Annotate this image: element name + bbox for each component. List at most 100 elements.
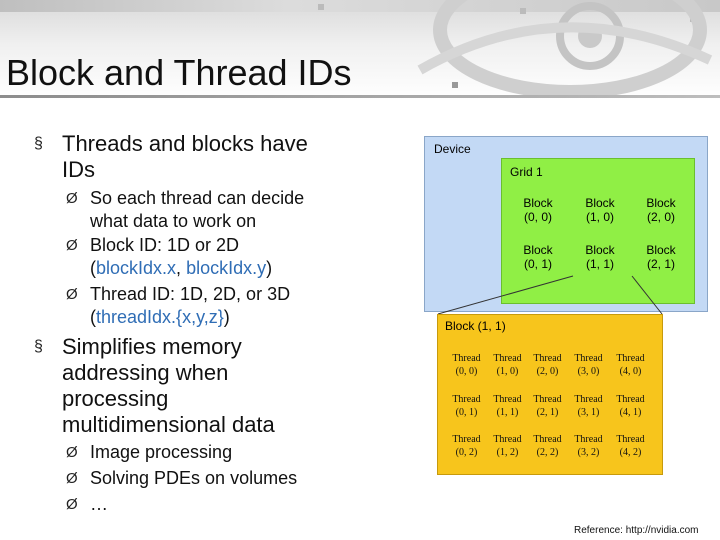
grid-box: Grid 1 — [501, 158, 695, 304]
block-detail-box: Block (1, 1) — [437, 314, 663, 475]
thread-coordinate: (3, 1) — [577, 407, 600, 418]
thread-cell: Thread (0, 0) — [446, 352, 487, 378]
thread-coordinate: (3, 0) — [577, 366, 600, 377]
thread-coordinate: (0, 2) — [455, 447, 478, 458]
thread-cell: Thread (4, 2) — [610, 433, 651, 459]
thread-cell: Thread (3, 1) — [568, 393, 609, 419]
block-cell: Block(0, 1) — [505, 243, 571, 271]
thread-coordinate: (4, 2) — [619, 447, 642, 458]
sub-bullet-text: … — [90, 494, 108, 514]
thread-word: Thread — [493, 353, 522, 364]
thread-cell: Thread (4, 1) — [610, 393, 651, 419]
thread-cell: Thread (1, 0) — [487, 352, 528, 378]
sub-bullet-text: Block ID: 1D or 2D — [90, 235, 240, 255]
thread-word: Thread — [493, 434, 522, 445]
thread-coordinate: (1, 2) — [496, 447, 519, 458]
banner-stripe — [0, 0, 720, 12]
block-detail-label: Block (1, 1) — [445, 319, 506, 333]
block-cell: Block(0, 0) — [505, 196, 571, 224]
sub-bullet-marker: Ø — [66, 286, 78, 303]
bullet-text: Threads and blocks have — [62, 131, 308, 156]
header-banner: Block and Thread IDs — [0, 0, 720, 100]
thread-cell: Thread(2, 2) — [527, 433, 568, 459]
device-label: Device — [434, 142, 471, 156]
block-coordinate: (2, 1) — [646, 257, 675, 271]
block-word: Block — [646, 243, 676, 257]
block-cell: Block(1, 0) — [567, 196, 633, 224]
thread-word: Thread — [452, 394, 481, 405]
thread-cell: Thread (1, 2) — [487, 433, 528, 459]
grid-label: Grid 1 — [510, 165, 543, 179]
block-coordinate: (2, 0) — [646, 210, 675, 224]
block-cell: Block(1, 1) — [567, 243, 633, 271]
sub-bullet-text: So each thread can decide — [90, 188, 305, 208]
eye-logo-graphic — [417, 0, 713, 95]
sub-bullet-marker: Ø — [66, 237, 78, 254]
block-word: Block — [523, 196, 553, 210]
block-cell: Block(2, 0) — [628, 196, 694, 224]
code-highlight: blockIdx.y — [186, 258, 267, 278]
thread-cell: Thread (1, 1) — [487, 393, 528, 419]
code-highlight: threadIdx.{x,y,z} — [96, 307, 224, 327]
slide-title: Block and Thread IDs — [6, 52, 352, 93]
bullet-text: IDs — [62, 157, 95, 182]
sub-bullet-marker: Ø — [66, 496, 78, 513]
reference-note: Reference: http://nvidia.com — [574, 525, 699, 536]
sub-bullet-text: Image processing — [90, 442, 233, 462]
thread-coordinate: (3, 2) — [577, 447, 600, 458]
sub-bullet-text: what data to work on — [90, 211, 257, 231]
bullet-marker: § — [34, 338, 43, 355]
decorative-square — [520, 8, 526, 14]
thread-cell: Thread (0, 2) — [446, 433, 487, 459]
sub-bullet-text: (threadIdx.{x,y,z}) — [90, 307, 230, 327]
bullet-text: Simplifies memory — [62, 334, 242, 359]
bullet-text: processing — [62, 386, 169, 411]
block-coordinate: (0, 0) — [523, 210, 552, 224]
thread-cell: Thread (4, 0) — [610, 352, 651, 378]
block-word: Block — [585, 243, 615, 257]
thread-word: Thread — [533, 353, 562, 364]
decorative-square — [452, 82, 458, 88]
thread-word: Thread — [452, 434, 481, 445]
thread-coordinate: (0, 1) — [455, 407, 478, 418]
bullet-list: § Threads and blocks have IDs Ø So each … — [34, 131, 308, 514]
bullet-text: addressing when — [62, 360, 229, 385]
thread-coordinate: (2, 1) — [536, 407, 559, 418]
sub-bullet-text: Solving PDEs on volumes — [90, 468, 298, 488]
code-highlight: blockIdx.x — [96, 258, 177, 278]
thread-word: Thread — [574, 353, 603, 364]
thread-coordinate: (1, 1) — [496, 407, 519, 418]
thread-cell: Thread(3, 2) — [568, 433, 609, 459]
block-word: Block — [585, 196, 615, 210]
sub-bullet-marker: Ø — [66, 190, 78, 207]
thread-cell: Thread (2, 1) — [527, 393, 568, 419]
sub-bullet-marker: Ø — [66, 470, 78, 487]
block-coordinate: (0, 1) — [523, 257, 552, 271]
thread-coordinate: (1, 0) — [496, 366, 519, 377]
thread-cell: Thread (2, 0) — [527, 352, 568, 378]
thread-coordinate: (4, 0) — [619, 366, 642, 377]
thread-word: Thread — [574, 394, 603, 405]
bullet-marker: § — [34, 135, 43, 152]
thread-coordinate: (4, 1) — [619, 407, 642, 418]
thread-word: Thread — [533, 394, 562, 405]
block-word: Block — [523, 243, 553, 257]
thread-cell: Thread (3, 0) — [568, 352, 609, 378]
thread-cell: Thread (0, 1) — [446, 393, 487, 419]
thread-coordinate: (2, 2) — [536, 447, 559, 458]
thread-coordinate: (0, 0) — [455, 366, 478, 377]
thread-word: Thread — [616, 434, 645, 445]
thread-word: Thread — [493, 394, 522, 405]
sub-bullet-marker: Ø — [66, 444, 78, 461]
thread-word: Thread — [452, 353, 481, 364]
bullet-text: multidimensional data — [62, 412, 275, 437]
thread-word: Thread — [616, 353, 645, 364]
sub-bullet-text: (blockIdx.x, blockIdx.y) — [90, 258, 273, 278]
block-cell: Block(2, 1) — [628, 243, 694, 271]
thread-word: Thread — [616, 394, 645, 405]
block-coordinate: (1, 1) — [585, 257, 614, 271]
block-coordinate: (1, 0) — [585, 210, 614, 224]
block-word: Block — [646, 196, 676, 210]
thread-coordinate: (2, 0) — [536, 366, 559, 377]
decorative-square — [318, 4, 324, 10]
